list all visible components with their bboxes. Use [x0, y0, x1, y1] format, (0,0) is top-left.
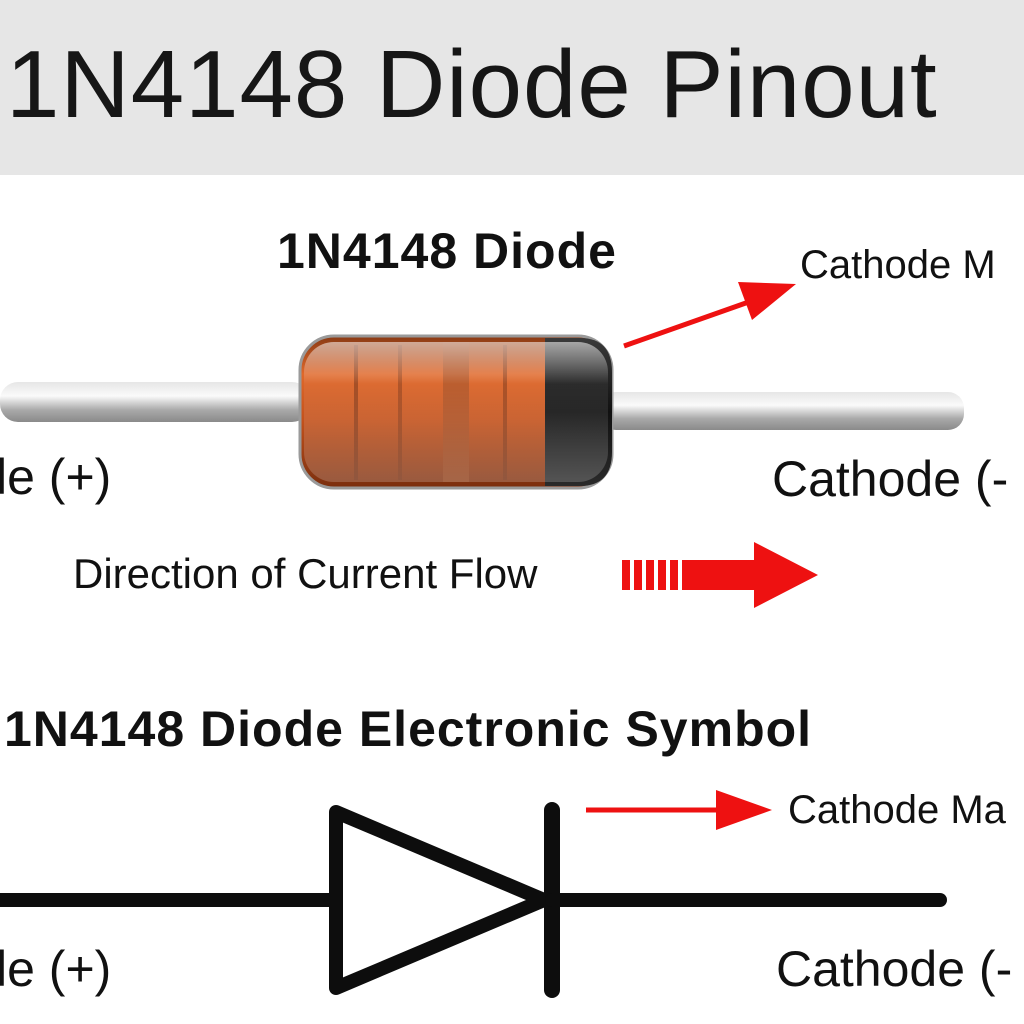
anode-lead — [0, 382, 310, 422]
current-flow-label: Direction of Current Flow — [73, 550, 538, 597]
symbol-heading: 1N4148 Diode Electronic Symbol — [4, 701, 813, 757]
title-banner: 1N4148 Diode Pinout — [0, 0, 1024, 175]
symbol-cathode-label: Cathode (- — [776, 941, 1013, 997]
symbol-cathode-mark-label: Cathode Ma — [788, 788, 1006, 832]
anode-label: le (+) — [0, 449, 112, 505]
symbol-triangle — [329, 805, 551, 995]
red-pointer-arrow-icon — [623, 282, 796, 349]
diode-schematic-symbol-icon — [0, 802, 947, 998]
diode-component-photo-icon — [0, 334, 964, 490]
cathode-label: Cathode (- — [772, 451, 1009, 507]
cathode-lead — [600, 392, 964, 430]
current-flow-arrow-icon — [622, 542, 818, 608]
diode-photo-heading: 1N4148 Diode — [277, 223, 617, 279]
glass-highlight — [304, 342, 608, 482]
cathode-mark-label: Cathode M — [800, 243, 996, 287]
page-title: 1N4148 Diode Pinout — [6, 31, 938, 138]
symbol-red-pointer-arrow-icon — [586, 790, 772, 830]
symbol-anode-label: le (+) — [0, 941, 112, 997]
